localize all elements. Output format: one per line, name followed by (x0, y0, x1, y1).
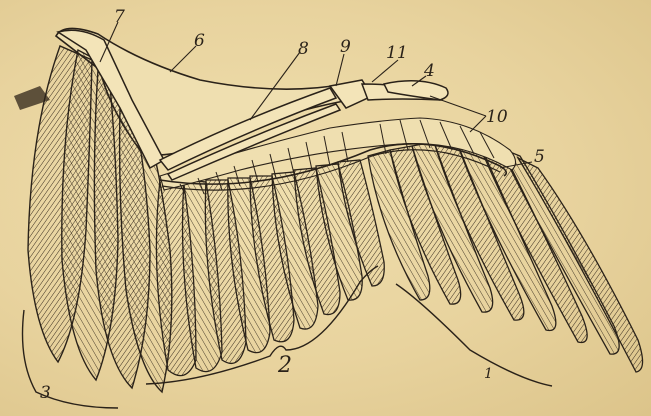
label-3: 3 (40, 383, 51, 403)
label-9: 9 (340, 37, 351, 57)
label-6: 6 (194, 31, 205, 51)
label-11: 11 (386, 43, 408, 63)
label-8: 8 (298, 39, 309, 59)
secondary-feathers (156, 160, 384, 376)
label-2: 2 (277, 353, 292, 378)
label-1: 1 (484, 366, 493, 382)
label-5: 5 (534, 147, 545, 167)
label-10: 10 (486, 107, 508, 127)
label-7: 7 (114, 7, 125, 27)
label-4: 4 (423, 61, 435, 81)
